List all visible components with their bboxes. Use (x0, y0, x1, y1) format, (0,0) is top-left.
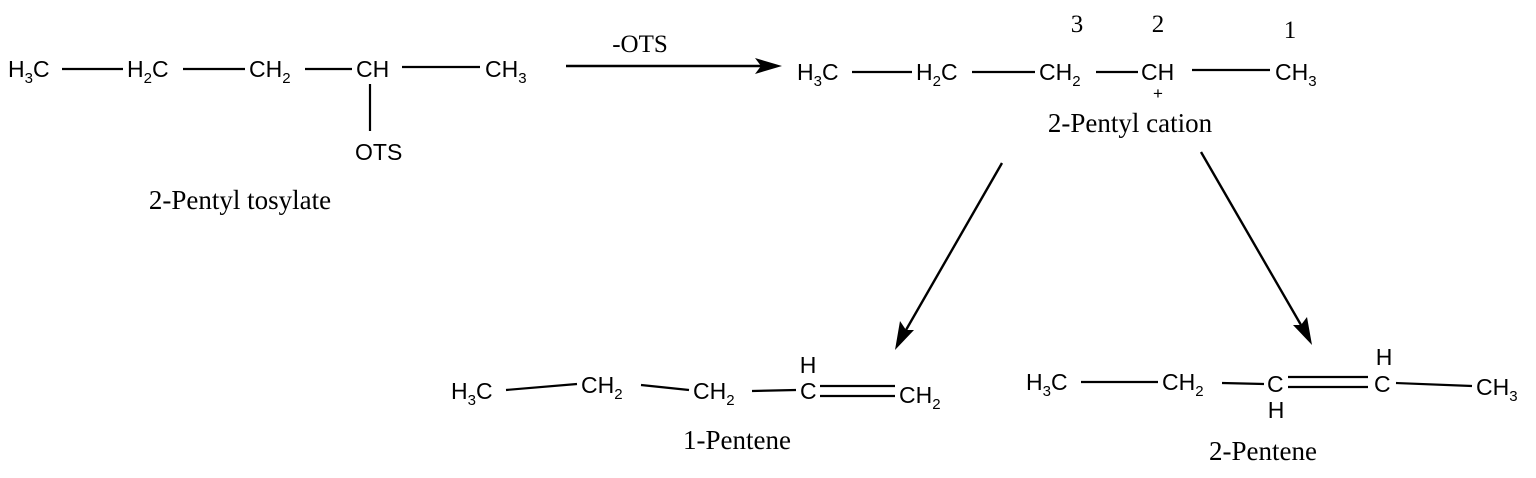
product-1-bond-3 (751, 388, 797, 393)
product-2-bond-2 (1221, 381, 1265, 386)
product-2-bond-3 (1395, 381, 1473, 388)
reactant-atom-h2c: H2​C (127, 56, 169, 87)
product-2-atom-ch3: CH3​ (1476, 374, 1518, 405)
intermediate-atom-ch3: CH3​ (1275, 59, 1317, 90)
intermediate-atom-h3c: H3​C (797, 59, 839, 90)
intermediate-atom-ch: CH (1141, 59, 1174, 85)
position-number-3: 3 (1071, 11, 1084, 38)
product-2-name: 2-Pentene (1209, 436, 1317, 466)
arrow-to-2-pentene (1199, 151, 1312, 345)
product-1-molecule: H3​C CH2​ CH2​ H C CH2​ (451, 352, 941, 413)
reactant-atom-ch2: CH2​ (249, 56, 291, 87)
intermediate-name: 2-Pentyl cation (1048, 108, 1213, 138)
product-2-h-below: H (1268, 397, 1285, 423)
cation-charge: + (1153, 84, 1163, 103)
arrow-to-1-pentene (895, 162, 1004, 350)
product-1-name: 1-Pentene (683, 425, 791, 455)
reactant-atom-h3c: H3​C (8, 56, 50, 87)
reagent-label: -OTS (612, 31, 668, 58)
product-2-atom-ch2: CH2​ (1162, 369, 1204, 400)
product-1-bond-2 (640, 383, 690, 392)
reactant-name: 2-Pentyl tosylate (149, 185, 331, 215)
product-1-h-above: H (800, 352, 817, 378)
product-1-atom-ch2-a: CH2​ (581, 372, 623, 403)
reaction-arrow-main (566, 58, 782, 74)
reactant-atom-ch: CH (356, 56, 389, 82)
reactant-molecule: H3​C H2​C CH2​ CH CH3​ OTS (8, 56, 527, 165)
reactant-atom-ch3: CH3​ (485, 56, 527, 87)
product-2-atom-h3c: H3​C (1026, 369, 1068, 400)
position-number-1: 1 (1284, 17, 1297, 44)
product-2-atom-c-b: C (1374, 371, 1391, 397)
product-2-atom-c-a: C (1267, 371, 1284, 397)
product-2-molecule: H3​C CH2​ C H H C CH3​ (1026, 344, 1518, 423)
intermediate-atom-ch2: CH2​ (1039, 59, 1081, 90)
product-1-atom-c: C (800, 378, 817, 404)
product-2-h-above: H (1376, 344, 1393, 370)
reactant-substituent-ots: OTS (355, 139, 402, 165)
product-1-atom-h3c: H3​C (451, 378, 493, 409)
product-1-atom-ch2-b: CH2​ (693, 378, 735, 409)
product-1-atom-ch2-end: CH2​ (899, 382, 941, 413)
intermediate-atom-h2c: H2​C (916, 59, 958, 90)
position-number-2: 2 (1152, 11, 1165, 38)
product-1-bond-1 (505, 382, 578, 392)
intermediate-molecule: 3 2 1 H3​C H2​C CH2​ CH CH3​ + (797, 11, 1317, 103)
